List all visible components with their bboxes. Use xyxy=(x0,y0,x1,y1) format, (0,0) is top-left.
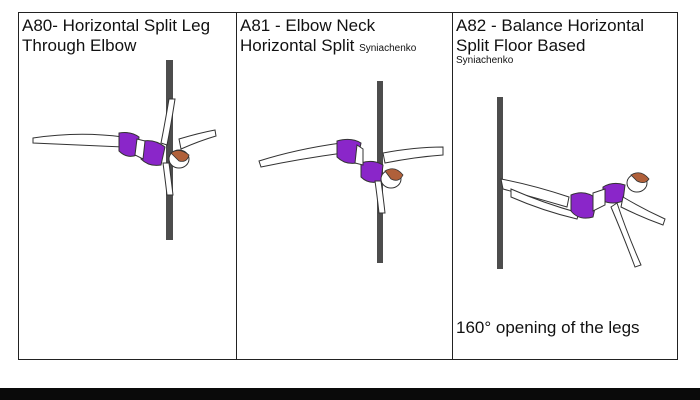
move-title-a81: A81 - Elbow Neck Horizontal Split Syniac… xyxy=(240,16,449,56)
bottom-bar xyxy=(0,388,700,400)
pole-figure-a80 xyxy=(32,60,217,240)
leg xyxy=(258,142,344,168)
move-cell-a80: A80- Horizontal Split Leg Through Elbow xyxy=(19,13,237,359)
hair xyxy=(384,168,404,181)
move-title-text: A82 - Balance Horizontal Split Floor Bas… xyxy=(456,16,645,55)
leg xyxy=(510,188,580,220)
costume-top xyxy=(602,182,626,204)
move-title-a82: A82 - Balance Horizontal Split Floor Bas… xyxy=(456,16,674,67)
arm xyxy=(374,180,386,214)
move-cell-a82: A82 - Balance Horizontal Split Floor Bas… xyxy=(453,13,677,359)
move-credit-a81: Syniachenko xyxy=(359,43,417,54)
arm xyxy=(162,162,174,196)
arm xyxy=(610,202,642,268)
move-credit-a82: Syniachenko xyxy=(456,55,514,66)
pole-figure-a82 xyxy=(497,97,666,269)
move-title-text: A81 - Elbow Neck Horizontal Split xyxy=(240,16,376,55)
leg xyxy=(178,129,217,150)
move-caption-a82: 160° opening of the legs xyxy=(456,318,640,337)
hair xyxy=(170,150,190,162)
move-cell-a81: A81 - Elbow Neck Horizontal Split Syniac… xyxy=(237,13,453,359)
leg xyxy=(32,133,124,148)
pole-figure-a81 xyxy=(258,81,444,263)
hair xyxy=(630,172,650,183)
costume-top xyxy=(140,140,166,166)
costume-top xyxy=(360,160,384,183)
pole xyxy=(497,97,503,269)
arm xyxy=(160,98,176,146)
leg xyxy=(382,146,444,164)
pole xyxy=(166,60,173,240)
arm xyxy=(620,196,666,226)
move-title-text: A80- Horizontal Split Leg Through Elbow xyxy=(22,16,211,55)
costume-bottom xyxy=(570,192,598,219)
moves-sheet: A80- Horizontal Split Leg Through Elbow … xyxy=(18,12,678,360)
move-title-a80: A80- Horizontal Split Leg Through Elbow xyxy=(22,16,233,56)
